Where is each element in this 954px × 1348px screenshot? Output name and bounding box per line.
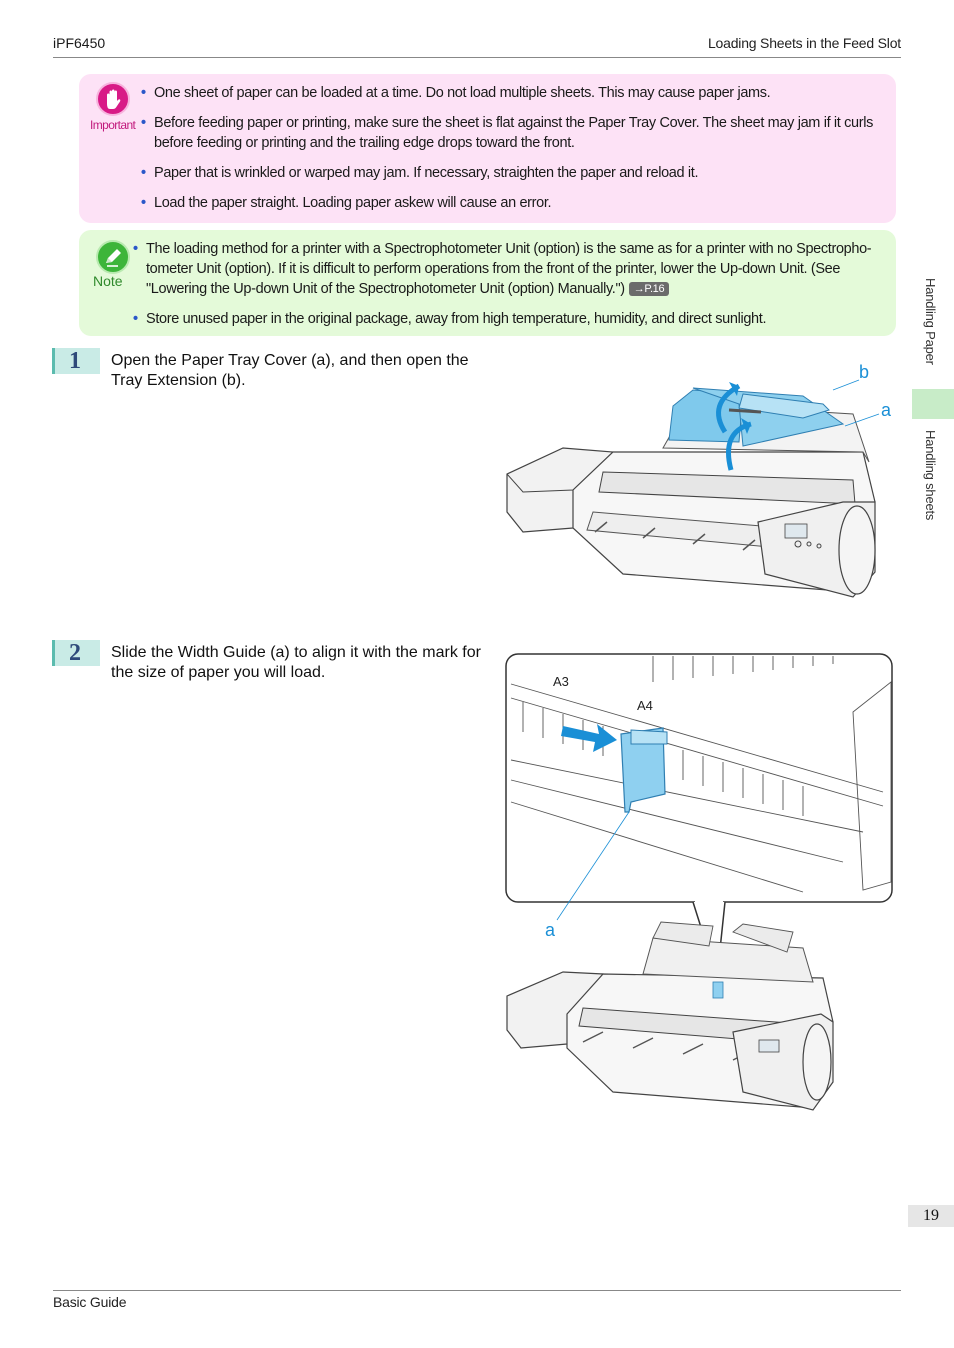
list-item: Load the paper straight. Loading paper a… [141, 193, 891, 213]
list-item: Store unused paper in the original packa… [133, 309, 888, 329]
page-reference-link[interactable]: →P.16 [628, 282, 670, 296]
figure-label-a: a [545, 920, 556, 940]
size-mark-a4: A4 [637, 698, 653, 713]
side-tab-handling-paper[interactable]: Handling Paper [923, 278, 938, 365]
side-tab-handling-sheets[interactable]: Handling sheets [923, 430, 938, 521]
step-number-badge: 2 [52, 640, 100, 666]
list-item: Before feeding paper or printing, make s… [141, 113, 891, 153]
step-instruction: Open the Paper Tray Cover (a), and then … [111, 352, 469, 389]
printer-open-tray-illustration: b a [506, 362, 892, 598]
header-divider [53, 57, 901, 58]
important-label: Important [90, 118, 136, 132]
list-item: Paper that is wrinkled or warped may jam… [141, 163, 891, 183]
header-model: iPF6450 [53, 35, 106, 51]
width-guide-illustration: A3 A4 a [505, 653, 893, 1111]
side-tab-marker [912, 389, 954, 419]
step-instruction: Slide the Width Guide (a) to align it wi… [111, 644, 481, 681]
list-item: One sheet of paper can be loaded at a ti… [141, 83, 891, 103]
pencil-note-icon [96, 240, 130, 274]
note-label: Note [93, 273, 123, 289]
footer-title: Basic Guide [53, 1294, 127, 1310]
footer-divider [53, 1290, 901, 1291]
header-section-title: Loading Sheets in the Feed Slot [707, 35, 901, 51]
figure-label-a: a [881, 400, 892, 420]
note-text: The loading method for a printer with a … [146, 241, 872, 297]
page-number: 19 [908, 1205, 954, 1227]
hand-stop-icon [96, 82, 130, 116]
size-mark-a3: A3 [553, 674, 569, 689]
step-number-badge: 1 [52, 348, 100, 374]
figure-label-b: b [859, 362, 869, 382]
note-list: The loading method for a printer with a … [133, 239, 888, 339]
list-item: The loading method for a printer with a … [133, 239, 888, 299]
important-list: One sheet of paper can be loaded at a ti… [141, 83, 891, 223]
